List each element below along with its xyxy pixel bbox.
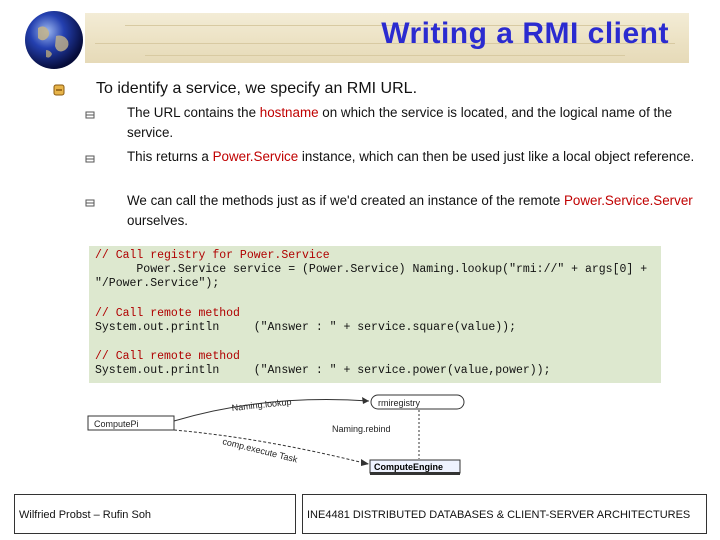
execute-arrow (173, 429, 369, 465)
compute-engine-label: ComputeEngine (374, 462, 443, 472)
code-line: System.out.println ("Answer : " + servic… (95, 364, 551, 377)
rmi-diagram: ComputePi rmiregistry ComputeEngine Nami… (87, 394, 465, 475)
highlight-hostname: hostname (259, 105, 319, 120)
rmiregistry-label: rmiregistry (378, 398, 420, 408)
code-comment: // Call remote method (95, 307, 240, 320)
compute-engine-node: ComputeEngine (369, 459, 461, 475)
code-block: // Call registry for Power.Service Power… (89, 246, 661, 383)
bullet-icon (53, 84, 65, 96)
title-banner (85, 13, 689, 63)
sub-bullet-icon (85, 111, 95, 119)
footer-authors: Wilfried Probst – Rufin Soh (14, 494, 296, 534)
execute-arrowhead (361, 459, 369, 466)
globe-icon (25, 11, 83, 69)
sub-bullet-3: We can call the methods just as if we'd … (127, 193, 693, 228)
naming-lookup-label: Naming.lookup (231, 397, 292, 413)
sub-bullet-1: The URL contains the hostname on which t… (127, 105, 673, 140)
compute-pi-label: ComputePi (94, 419, 139, 429)
code-line: Power.Service service = (Power.Service) … (95, 263, 648, 276)
main-bullet-text: To identify a service, we specify an RMI… (96, 80, 418, 97)
code-line: "/Power.Service"); (95, 277, 220, 290)
sub-bullet-2: This returns a Power.Service instance, w… (127, 149, 695, 164)
sub-bullet-icon (85, 199, 95, 207)
naming-rebind-label: Naming.rebind (332, 424, 391, 434)
rmiregistry-node: rmiregistry (370, 394, 465, 410)
code-comment: // Call registry for Power.Service (95, 249, 330, 262)
code-line: System.out.println ("Answer : " + servic… (95, 321, 516, 334)
compute-pi-box: ComputePi (87, 415, 175, 431)
footer-course: INE4481 DISTRIBUTED DATABASES & CLIENT-S… (302, 494, 707, 534)
sub-bullet-icon (85, 155, 95, 163)
lookup-arrow (173, 399, 370, 422)
highlight-power-service: Power.Service (212, 149, 299, 164)
lookup-arrowhead (362, 397, 369, 404)
slide-title: Writing a RMI client (381, 17, 669, 50)
code-comment: // Call remote method (95, 350, 240, 363)
highlight-power-service-server: Power.Service.Server (564, 193, 693, 208)
execute-task-label: comp.execute Task (222, 436, 299, 464)
